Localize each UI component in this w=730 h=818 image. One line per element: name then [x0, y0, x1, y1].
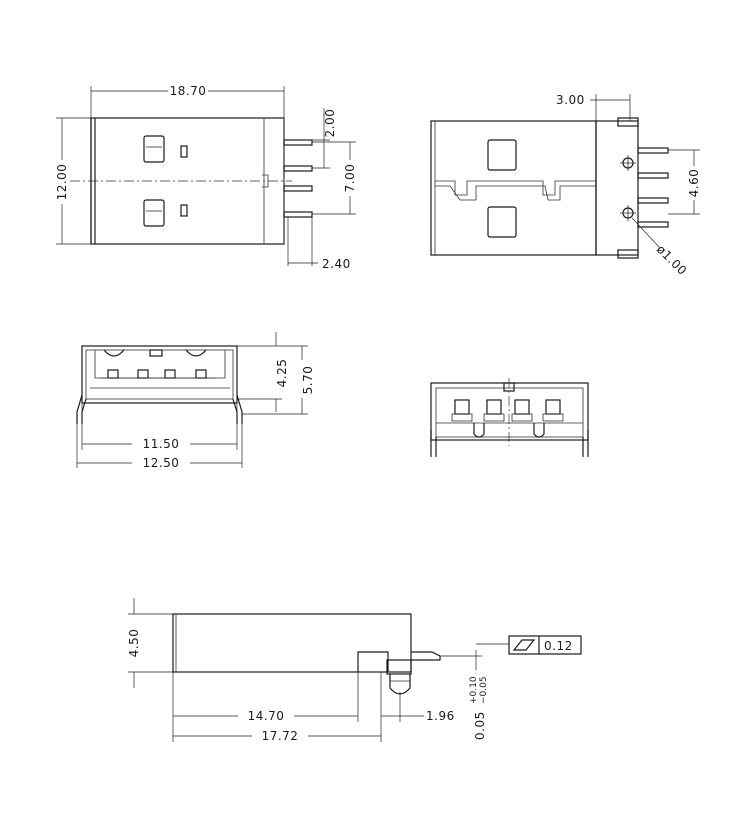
latch-window	[487, 139, 517, 171]
bottom-view-shell	[430, 120, 597, 256]
dim-face-inner-h: 4.25	[275, 359, 289, 388]
rear-contacts	[451, 399, 564, 422]
flatness-frame: 0.12	[476, 635, 582, 655]
contacts	[100, 369, 216, 379]
dim-side-pitch: 4.60	[687, 169, 701, 198]
slot	[180, 145, 188, 158]
dim-face-outer-w: 12.50	[143, 456, 180, 470]
dim-hole-dia: ø1.00	[654, 242, 690, 278]
latch-window	[487, 206, 517, 238]
dim-pin-span: 7.00	[343, 164, 357, 193]
flange	[595, 120, 639, 256]
pins	[283, 139, 313, 218]
front-view: 4.25 5.70 11.50 12.50	[76, 332, 315, 470]
dim-tail-len: 1.96	[426, 709, 455, 723]
top-view: 18.70 12.00 2.00 7.00 2.40	[55, 84, 357, 271]
profile-body	[172, 613, 412, 673]
latch-window	[143, 135, 165, 163]
bottom-view: 3.00 4.60 ø1.00	[430, 93, 701, 278]
dim-body-len: 14.70	[248, 709, 285, 723]
flatness-symbol-icon	[512, 639, 536, 651]
tol-minus: −0.05	[479, 676, 489, 704]
tol-plus: +0.10	[469, 676, 479, 704]
side-profile: 4.50 14.70 1.96 17.72 0.05 +0.10 −0.05 0…	[127, 598, 582, 743]
dim-pin-pitch: 2.00	[323, 109, 337, 138]
dim-top-height: 12.00	[55, 164, 69, 201]
dim-total-len: 17.72	[262, 729, 299, 743]
dim-top-length: 18.70	[170, 84, 207, 98]
slot	[180, 204, 188, 217]
front-shell	[81, 345, 238, 404]
rear-view	[430, 378, 589, 457]
dim-standoff: 0.05	[473, 711, 487, 740]
dim-side-offset: 3.00	[556, 93, 585, 107]
flatness-value: 0.12	[544, 639, 573, 653]
latch-window	[143, 199, 165, 227]
dim-profile-h: 4.50	[127, 629, 141, 658]
dim-pin-offset: 2.40	[322, 257, 351, 271]
dim-face-inner-w: 11.50	[143, 437, 180, 451]
side-pins	[637, 147, 669, 228]
dim-face-outer-h: 5.70	[301, 366, 315, 395]
